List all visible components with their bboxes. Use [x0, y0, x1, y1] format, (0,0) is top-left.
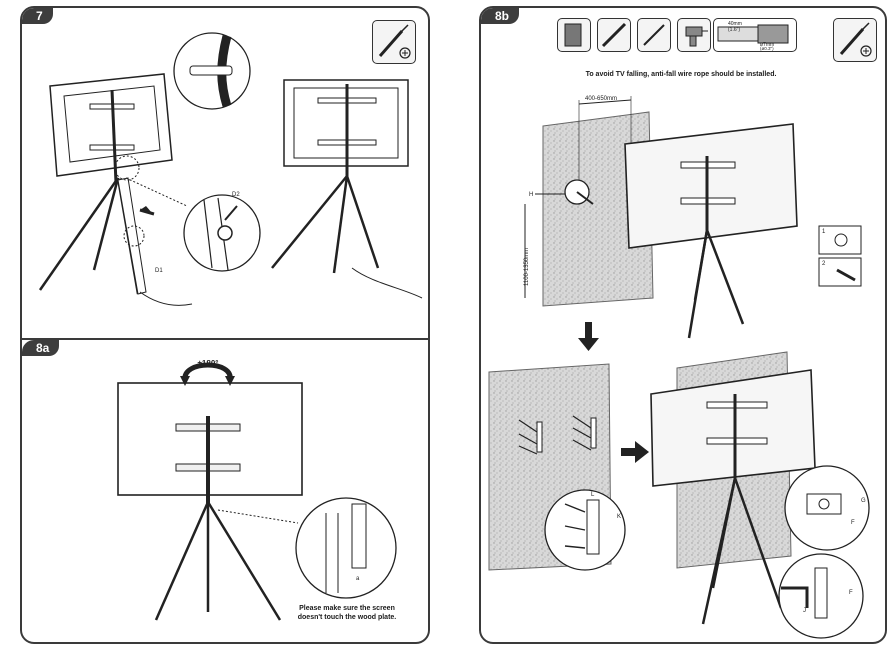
drill-depth-icon: 40mm (1.6") ø7mm (ø0.3") — [713, 18, 797, 52]
sub-step-1: 1 — [822, 229, 826, 235]
height-dimension: 1100-1350mm — [524, 248, 530, 286]
screen-note-line2: doesn't touch the wood plate. — [297, 614, 397, 621]
screwdriver-icon — [372, 20, 416, 64]
drill-diameter-inch: (ø0.3") — [760, 46, 774, 51]
rotation-label: ±180° — [198, 359, 219, 368]
left-instruction-panel: 7 8a D1 — [20, 6, 430, 644]
label-f-bottom: F — [849, 590, 853, 596]
step-8b-illustration: 400-650mm 1100-1350mm H 1 2 — [488, 96, 870, 639]
label-a: a — [356, 576, 360, 582]
drill-depth-label: 40mm — [728, 21, 742, 27]
tv-tilted — [49, 73, 173, 184]
label-h: H — [529, 192, 533, 198]
screwdriver-icon-2 — [833, 18, 877, 62]
tv-upright — [283, 79, 409, 180]
wall-icon — [557, 18, 591, 52]
antifall-note: To avoid TV falling, anti-fall wire rope… — [585, 71, 777, 78]
label-f-top: F — [851, 520, 855, 526]
tv-8a — [117, 382, 303, 505]
pencil-icon — [637, 18, 671, 52]
right-instruction-panel: 8b 40mm (1.6") ø7mm (ø0.3") To avoid TV … — [479, 6, 887, 644]
width-dimension: 400-650mm — [585, 96, 617, 102]
label-l: L — [591, 492, 595, 498]
step-7-8a-illustration: D1 D2 — [38, 32, 423, 621]
step-8b-badge: 8b — [481, 8, 520, 24]
label-j: J — [803, 608, 806, 614]
step-8a-badge: 8a — [22, 340, 60, 356]
label-d1: D1 — [155, 268, 163, 274]
label-d2: D2 — [232, 192, 240, 198]
panel-divider — [22, 338, 428, 340]
sub-step-2: 2 — [822, 261, 826, 267]
label-k: K — [617, 514, 621, 520]
screen-note: Please make sure the screen doesn't touc… — [282, 604, 412, 622]
step-7-badge: 7 — [22, 8, 53, 24]
drill-depth-inch: (1.6") — [728, 27, 740, 33]
level-icon — [597, 18, 631, 52]
drill-icon — [677, 18, 711, 52]
screen-note-line1: Please make sure the screen — [299, 605, 395, 612]
drill-diameter-label: ø7mm — [760, 42, 774, 48]
label-g: G — [861, 498, 866, 504]
